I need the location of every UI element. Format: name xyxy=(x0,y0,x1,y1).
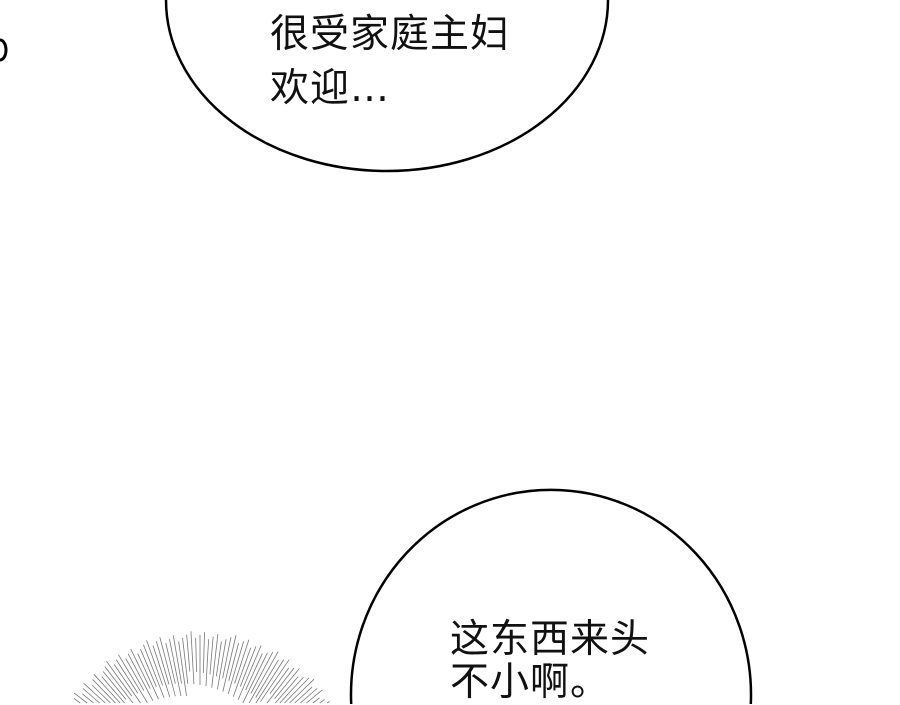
focus-line xyxy=(127,653,154,701)
focus-line xyxy=(245,653,263,691)
speech-text-2: 这东西来头不小啊。 xyxy=(450,618,650,704)
focus-line xyxy=(186,634,191,672)
focus-line xyxy=(106,661,133,697)
focus-line xyxy=(242,652,268,704)
focus-line xyxy=(234,639,250,684)
focus-line xyxy=(269,667,290,694)
focus-line xyxy=(215,641,222,677)
focus-line xyxy=(82,693,94,704)
focus-line xyxy=(155,641,170,685)
focus-line xyxy=(306,689,323,704)
focus-line xyxy=(93,674,121,704)
focus-line xyxy=(130,648,151,689)
focus-line xyxy=(232,647,252,697)
focus-line xyxy=(205,639,210,687)
focus-line xyxy=(237,645,262,700)
focus-line xyxy=(255,659,279,698)
focus-line xyxy=(284,677,310,704)
focus-lines-burst xyxy=(73,631,330,704)
focus-line xyxy=(222,637,232,679)
focus-line xyxy=(279,677,304,704)
focus-line xyxy=(101,676,125,704)
focus-line xyxy=(113,664,141,704)
speech-bubble-top xyxy=(164,0,610,173)
focus-line xyxy=(250,651,274,694)
focus-line xyxy=(152,645,171,697)
focus-line xyxy=(195,638,198,673)
focus-line xyxy=(274,668,300,699)
focus-line xyxy=(102,671,127,700)
focus-line xyxy=(104,666,134,704)
focus-line xyxy=(140,648,157,687)
focus-line xyxy=(209,636,214,675)
focus-line xyxy=(159,637,176,697)
focus-line xyxy=(182,637,189,684)
focus-line xyxy=(275,676,299,704)
focus-line xyxy=(312,697,320,704)
focus-line xyxy=(92,679,116,704)
focus-line xyxy=(255,659,285,704)
focus-line xyxy=(125,658,145,691)
focus-line xyxy=(211,633,219,688)
focus-line xyxy=(82,688,100,704)
speech-line: 很受家庭主妇 xyxy=(270,12,511,57)
speech-text-1: 很受家庭主妇欢迎… xyxy=(270,8,510,116)
focus-line xyxy=(202,632,205,674)
speech-line: 不小啊。 xyxy=(450,660,611,705)
focus-line xyxy=(227,641,245,695)
focus-line xyxy=(165,642,176,684)
focus-line xyxy=(115,659,139,694)
focus-line xyxy=(228,642,240,681)
focus-line xyxy=(327,701,330,704)
focus-line xyxy=(178,641,187,697)
focus-line xyxy=(289,678,315,704)
focus-line xyxy=(266,667,295,704)
focus-line xyxy=(169,638,182,696)
focus-line xyxy=(260,659,290,702)
focus-line xyxy=(83,682,106,704)
focus-line xyxy=(222,635,237,692)
speech-line: 欢迎… xyxy=(270,66,391,111)
focus-line xyxy=(73,697,81,704)
focus-line xyxy=(300,688,318,704)
focus-line xyxy=(137,653,159,700)
focus-line xyxy=(239,646,257,687)
focus-line xyxy=(172,635,182,684)
speech-line: 这东西来头 xyxy=(450,617,651,662)
speech-bubble-bottom xyxy=(349,488,753,704)
focus-line xyxy=(146,640,164,686)
focus-line xyxy=(294,686,313,704)
partial-bubble-edge xyxy=(0,38,8,62)
focus-line xyxy=(118,654,148,703)
focus-line xyxy=(73,692,88,704)
focus-line xyxy=(216,639,227,690)
focus-line xyxy=(248,651,279,704)
focus-line xyxy=(190,631,195,685)
focus-line xyxy=(91,684,111,704)
focus-line xyxy=(319,699,325,704)
focus-line xyxy=(143,644,165,698)
